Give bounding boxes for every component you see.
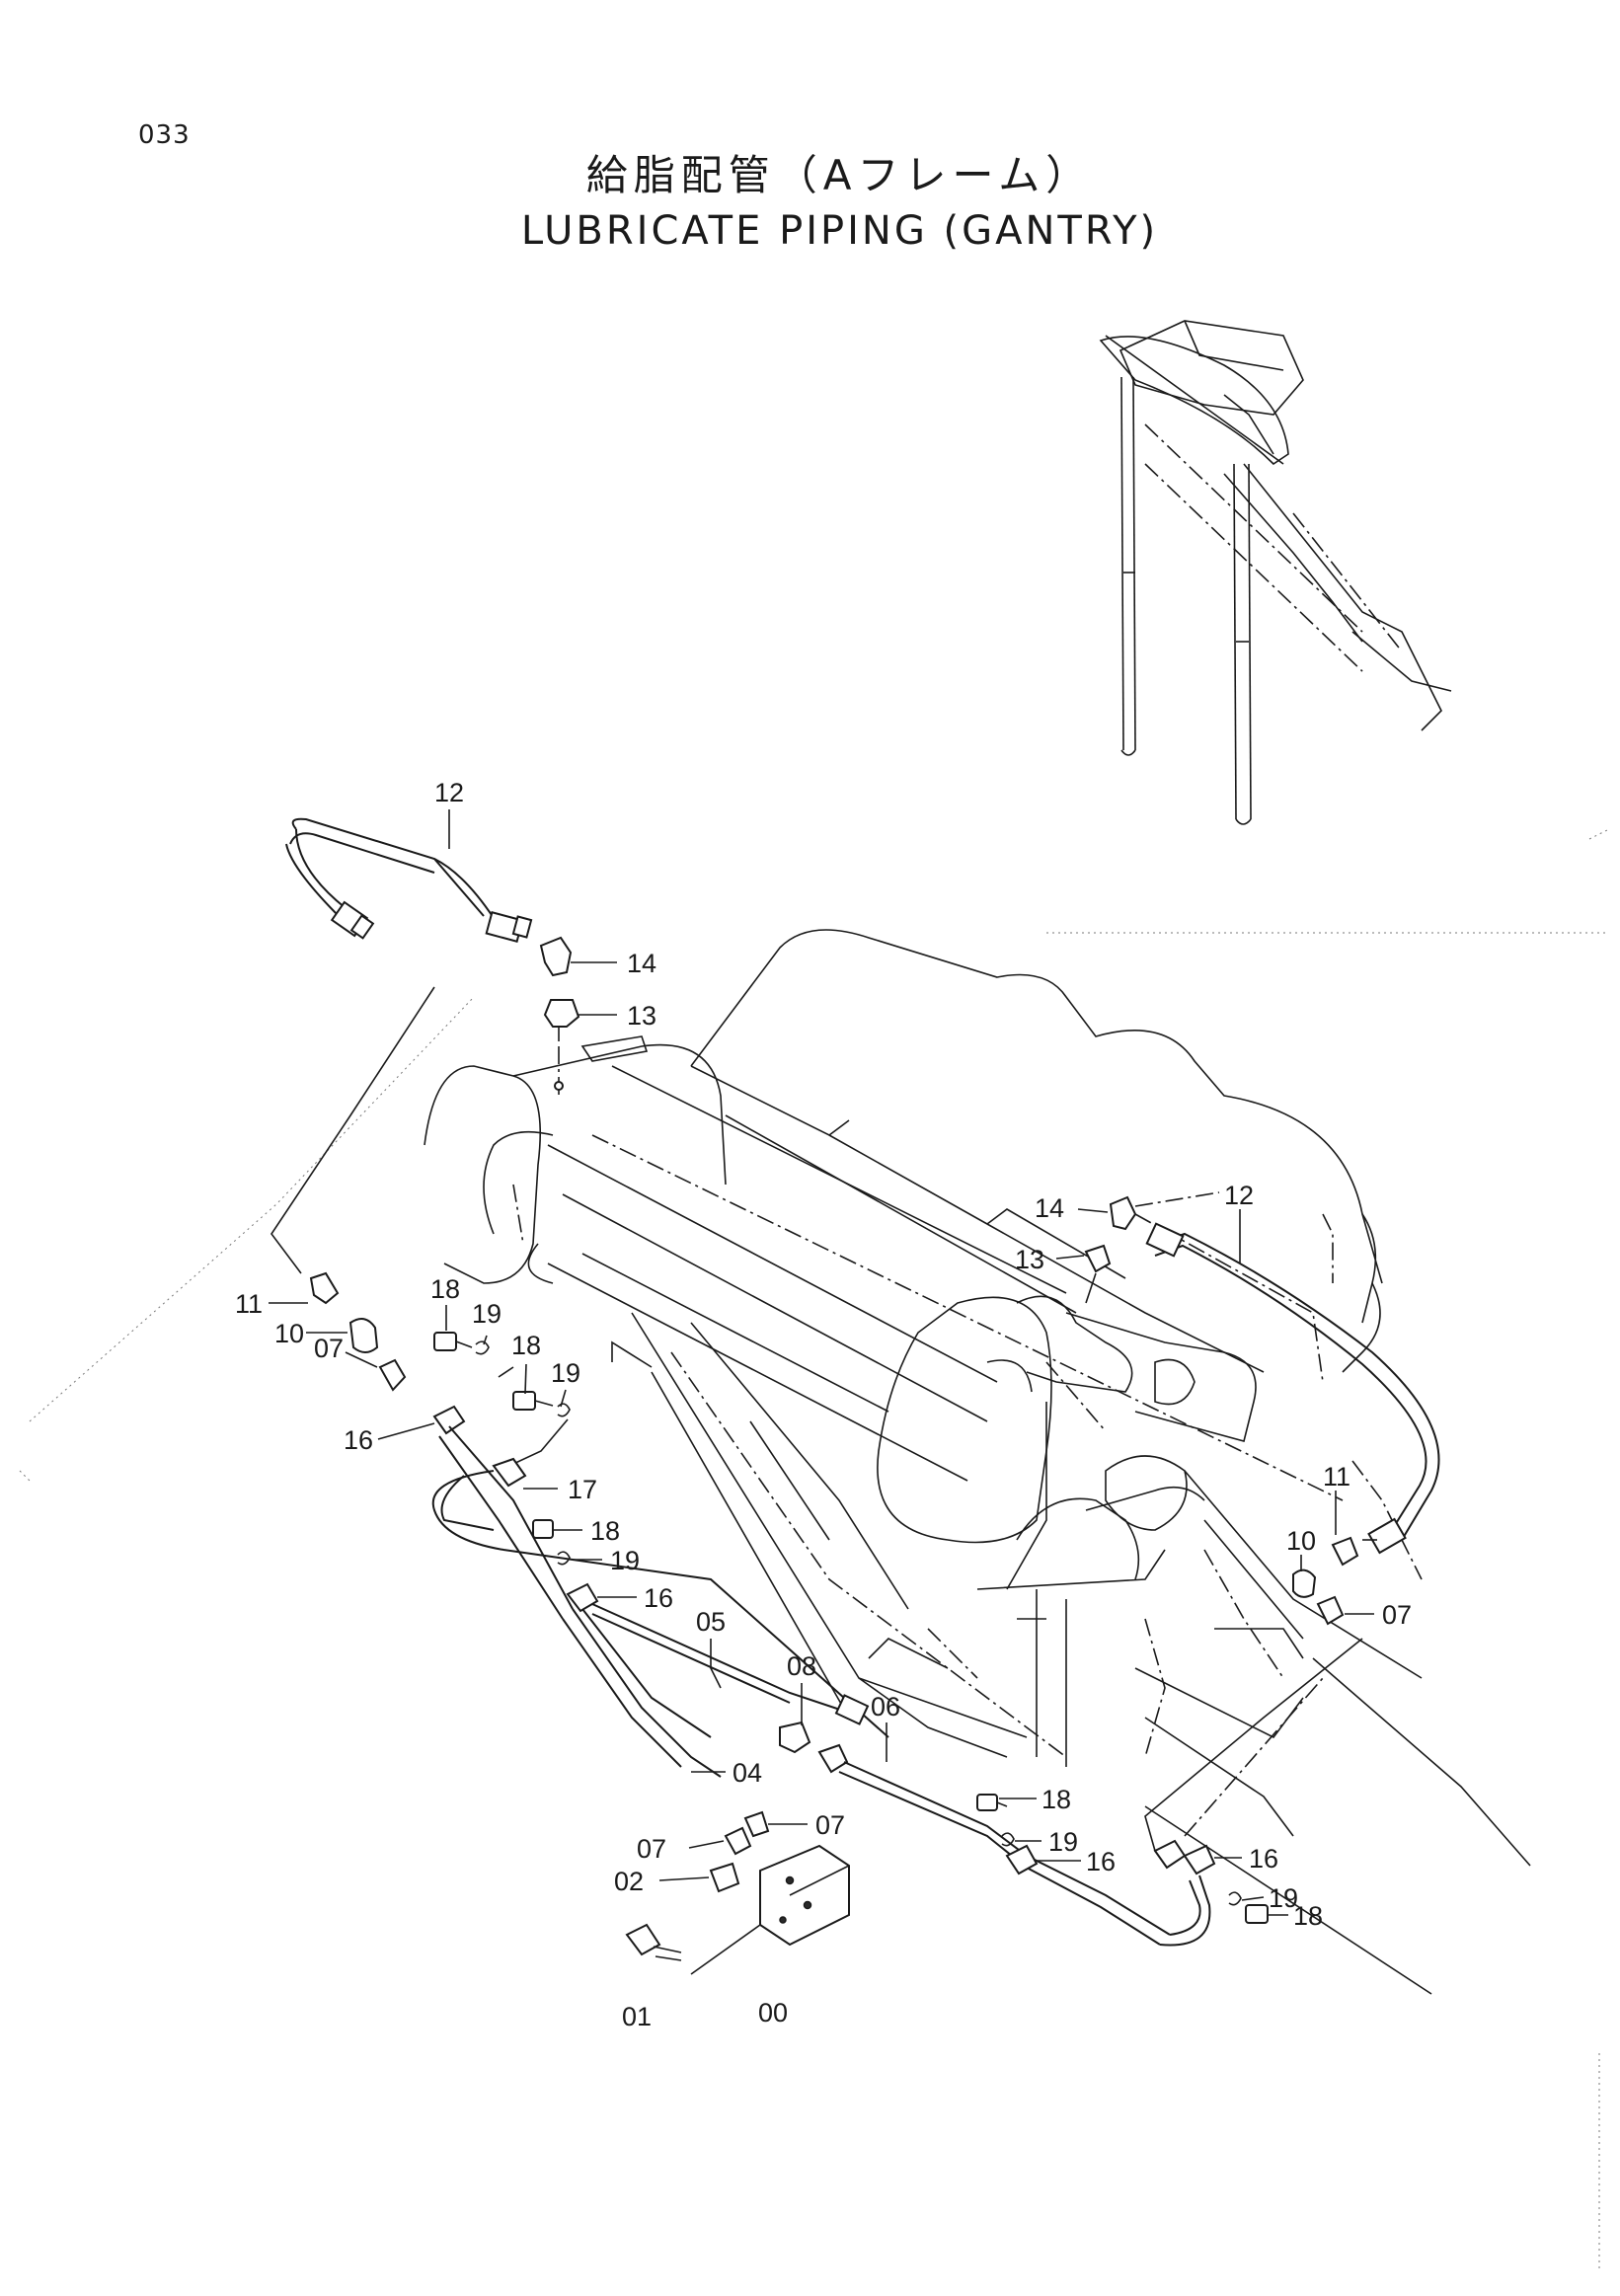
callout-18: 18 bbox=[590, 1516, 620, 1546]
callout-05: 05 bbox=[696, 1607, 726, 1637]
callout-11: 11 bbox=[235, 1289, 263, 1319]
key-map bbox=[1099, 320, 1452, 825]
callout-06: 06 bbox=[871, 1692, 900, 1722]
callout-14: 14 bbox=[627, 949, 656, 978]
title-english: LUBRICATE PIPING (GANTRY) bbox=[520, 208, 1159, 254]
callout-18: 18 bbox=[1293, 1901, 1323, 1931]
callout-16: 16 bbox=[644, 1583, 673, 1613]
callout-02: 02 bbox=[614, 1867, 644, 1896]
callout-16: 16 bbox=[344, 1425, 373, 1455]
callout-16: 16 bbox=[1086, 1847, 1116, 1876]
callout-10: 10 bbox=[1286, 1526, 1316, 1556]
gantry-structure bbox=[19, 828, 1610, 2270]
callout-12: 12 bbox=[1224, 1181, 1254, 1210]
callout-08: 08 bbox=[787, 1651, 816, 1681]
callout-19: 19 bbox=[551, 1358, 580, 1388]
callout-labels: 12 14 13 11 10 07 18 19 18 19 16 17 18 1… bbox=[235, 778, 1412, 2031]
callout-18: 18 bbox=[511, 1331, 541, 1360]
callout-13: 13 bbox=[1015, 1245, 1044, 1274]
callout-19: 19 bbox=[1269, 1883, 1298, 1913]
callout-04: 04 bbox=[733, 1758, 762, 1788]
callout-19: 19 bbox=[1048, 1827, 1078, 1857]
callout-14: 14 bbox=[1035, 1193, 1064, 1223]
callout-10: 10 bbox=[274, 1319, 304, 1348]
lubrication-lines bbox=[270, 817, 1440, 1975]
page-number: 033 bbox=[138, 120, 191, 150]
callout-13: 13 bbox=[627, 1001, 656, 1031]
callout-01: 01 bbox=[622, 2002, 652, 2031]
callout-17: 17 bbox=[568, 1475, 597, 1504]
callout-07: 07 bbox=[637, 1834, 666, 1864]
callout-07: 07 bbox=[815, 1810, 845, 1840]
callout-19: 19 bbox=[472, 1299, 501, 1329]
callout-18: 18 bbox=[1041, 1785, 1071, 1814]
callout-12: 12 bbox=[434, 778, 464, 807]
callout-19: 19 bbox=[610, 1546, 640, 1575]
callout-07: 07 bbox=[314, 1334, 344, 1363]
callout-18: 18 bbox=[430, 1274, 460, 1304]
title-japanese: 給脂配管（Aフレーム） bbox=[585, 151, 1094, 199]
callout-16: 16 bbox=[1249, 1844, 1278, 1874]
callout-07: 07 bbox=[1382, 1600, 1412, 1630]
leader-lines bbox=[269, 809, 1374, 1916]
callout-11: 11 bbox=[1323, 1462, 1350, 1492]
callout-00: 00 bbox=[758, 1998, 788, 2028]
title-block: 給脂配管（Aフレーム） LUBRICATE PIPING (GANTRY) bbox=[0, 148, 1620, 259]
